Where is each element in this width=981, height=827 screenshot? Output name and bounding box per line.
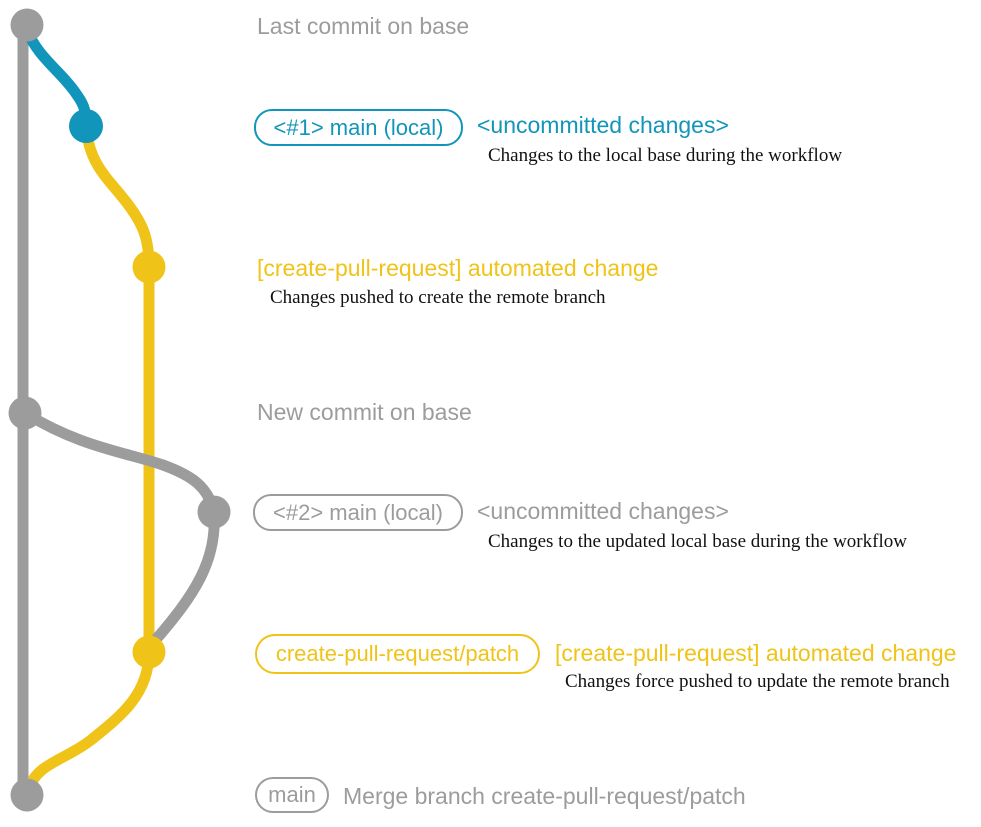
note-updated-local-base-changes: Changes to the updated local base during… [488,531,907,552]
branch-badge-label: <#2> main (local) [273,499,443,525]
note-local-base-changes: Changes to the local base during the wor… [488,145,843,166]
patch-branch-curve-top [80,120,155,273]
new-commit-label: New commit on base [257,399,472,425]
merge-commit-message: Merge branch create-pull-request/patch [343,783,746,809]
commit-title-automated-change-2: [create-pull-request] automated change [555,640,957,666]
commit-dot-local-main-2 [197,495,231,529]
note-pushed-create-remote: Changes pushed to create the remote bran… [270,287,606,308]
branch-badge-main-local-2: <#2> main (local) [253,494,463,531]
uncommitted-changes-status-2: <uncommitted changes> [477,498,729,524]
branch-badge-main: main [255,777,329,813]
branch-badge-label: create-pull-request/patch [275,641,520,666]
patch-merge-curve [22,646,155,797]
commit-dot-local-main-1 [69,109,103,143]
branch-badge-label: main [268,782,316,807]
last-commit-label: Last commit on base [257,13,470,39]
commit-dot-last-base [10,8,44,42]
commit-dot-new-base [8,396,42,430]
uncommitted-changes-status-1: <uncommitted changes> [477,112,729,138]
branch-badge-patch: create-pull-request/patch [255,634,540,674]
commit-dot-patch-1 [132,250,166,284]
branch-badge-main-local-1: <#1> main (local) [254,109,463,146]
branch-badge-label: <#1> main (local) [273,114,444,140]
branch-graph [8,8,231,812]
commit-dot-patch-2 [132,635,166,669]
commit-dot-merge [10,778,44,812]
updated-main-branch-curve-in [146,506,220,650]
updated-main-branch-curve-out [19,407,220,518]
commit-title-automated-change-1: [create-pull-request] automated change [257,255,659,281]
note-force-pushed-update-remote: Changes force pushed to update the remot… [565,671,950,692]
